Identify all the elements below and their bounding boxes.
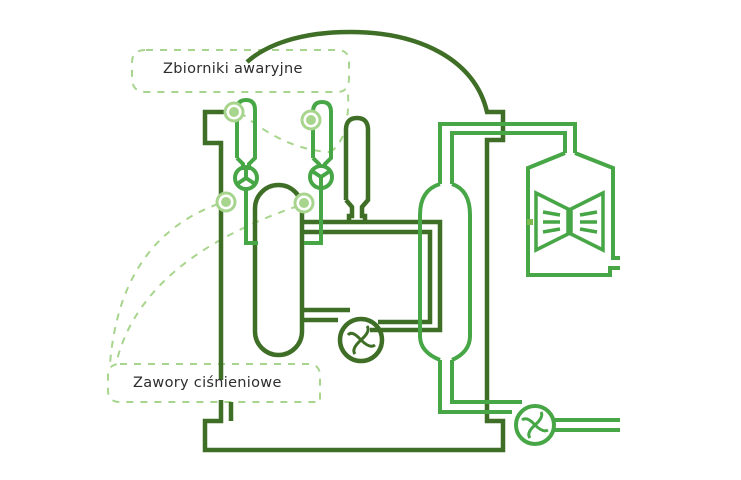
turbine-shaft-marker <box>527 219 533 225</box>
turbine-housing <box>526 151 620 277</box>
secondary-pump-fan-icon <box>521 411 549 439</box>
reactor-vessel <box>252 182 305 358</box>
steam-generator <box>418 182 472 362</box>
callout-lines <box>107 49 350 403</box>
feedwater-line-inner <box>450 360 522 404</box>
marker-tank-1[interactable] <box>223 101 245 123</box>
hot-leg-inner <box>302 229 433 325</box>
callout-link-valve2 <box>115 205 299 365</box>
steam-line-outer <box>438 122 577 184</box>
emergency-pipe-2 <box>304 188 323 245</box>
turbine-icon <box>534 190 605 253</box>
label-emergency-tanks: Zbiorniki awaryjne <box>163 61 303 77</box>
callout-link-tank1 <box>239 111 331 153</box>
primary-loop <box>252 115 443 364</box>
hot-leg-pipe <box>302 219 443 333</box>
cold-leg-pipe <box>302 307 350 323</box>
containment-building <box>202 29 506 453</box>
emergency-pipe-1 <box>244 189 258 245</box>
label-pressure-valves: Zawory ciśnieniowe <box>133 375 282 391</box>
valve-2-icon <box>310 169 332 188</box>
pressurizer <box>343 115 371 222</box>
primary-pump-fan-icon <box>346 325 376 355</box>
feedwater-line-outer <box>438 360 512 414</box>
condenser-line <box>553 418 620 432</box>
marker-valve-2[interactable] <box>293 192 315 214</box>
primary-pump <box>337 316 385 364</box>
markers <box>215 101 322 214</box>
callout-link-valve1 <box>109 203 219 365</box>
callout-link-tank2 <box>329 91 350 153</box>
marker-tank-2[interactable] <box>300 109 322 131</box>
steam-line-inner <box>450 131 567 184</box>
callout-box-valves <box>107 363 321 403</box>
valve-1-icon <box>235 168 257 186</box>
marker-valve-1[interactable] <box>215 191 237 213</box>
secondary-pump <box>514 404 556 446</box>
secondary-loop <box>418 122 620 446</box>
callout-box-tanks <box>131 49 350 93</box>
